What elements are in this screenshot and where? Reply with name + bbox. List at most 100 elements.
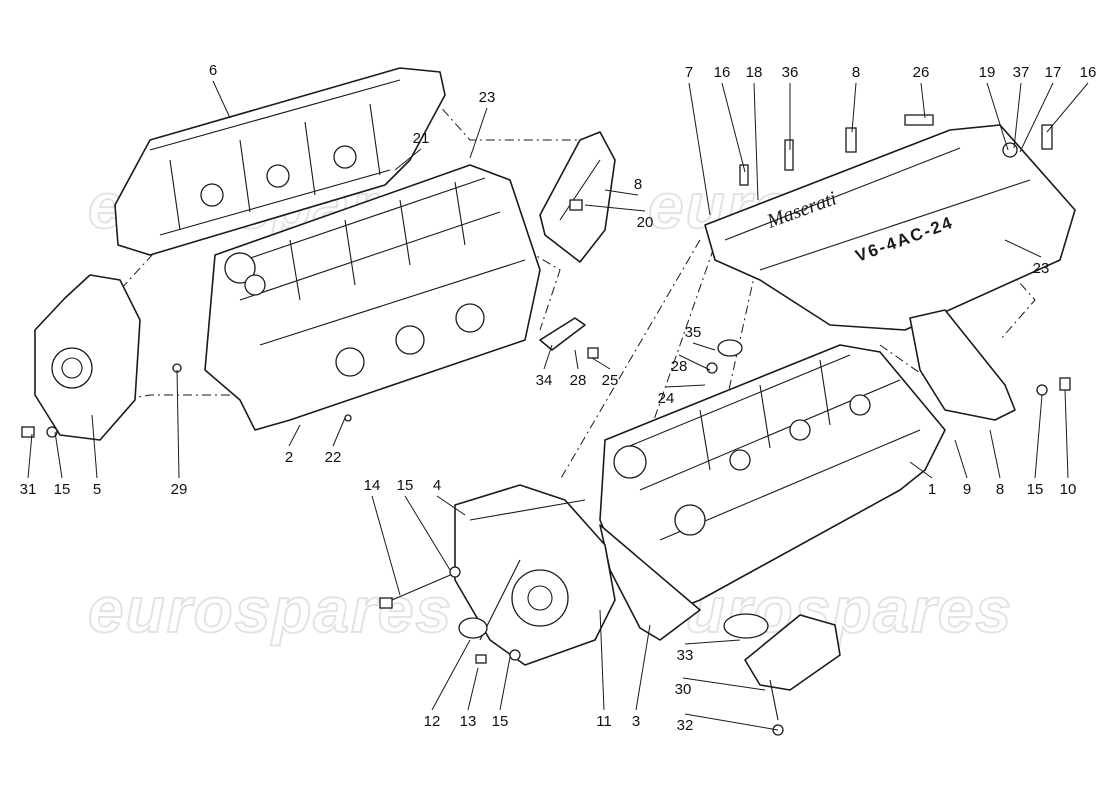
callout-c28a: 28 (671, 358, 688, 375)
right-cylinder-head (599, 344, 946, 621)
callout-c11: 11 (596, 713, 612, 730)
leader-line-c23a (469, 107, 488, 159)
right-end-cover (909, 309, 1016, 421)
leader-line-c11 (599, 609, 605, 711)
callout-c36: 36 (782, 64, 799, 81)
leader-line-c1 (909, 461, 933, 479)
left-timing-cover (34, 274, 141, 441)
callout-c18: 18 (746, 64, 763, 81)
callout-c23b: 23 (1033, 260, 1050, 277)
callout-c6: 6 (209, 62, 217, 79)
callout-c15d: 15 (492, 713, 509, 730)
callout-c17: 17 (1045, 64, 1062, 81)
leader-line-c28b (574, 349, 579, 370)
callout-c26: 26 (913, 64, 930, 81)
leader-line-c28a (678, 354, 711, 371)
leader-line-c12 (431, 639, 471, 711)
callout-c14: 14 (364, 477, 381, 494)
callout-c2: 2 (285, 449, 293, 466)
callout-c34: 34 (536, 372, 553, 389)
callout-c30: 30 (675, 681, 692, 698)
leader-line-c16b (1046, 82, 1089, 133)
leader-lines (27, 80, 1089, 731)
callout-c12: 12 (424, 713, 441, 730)
leader-line-c3 (635, 624, 651, 711)
leader-line-c21 (394, 148, 422, 171)
callout-c20: 20 (637, 214, 654, 231)
leader-line-c16a (721, 82, 746, 173)
leader-line-c8c (989, 429, 1001, 479)
fasteners (21, 114, 1071, 736)
callout-c1: 1 (928, 481, 936, 498)
left-end-cap (539, 131, 616, 263)
leader-line-c15d (499, 656, 511, 711)
callout-c35: 35 (685, 324, 702, 341)
leader-line-c33 (684, 639, 741, 645)
leader-line-c5 (91, 414, 98, 479)
leader-line-c14 (371, 495, 401, 596)
leader-line-c23b (1004, 239, 1042, 258)
callout-c31: 31 (20, 481, 37, 498)
callout-c4: 4 (433, 477, 441, 494)
callout-c15a: 15 (54, 481, 71, 498)
oil-seal (458, 617, 488, 639)
leader-line-c35 (692, 342, 716, 351)
leader-line-c19 (986, 82, 1009, 151)
callout-c32: 32 (677, 717, 694, 734)
leader-line-c7 (688, 82, 711, 216)
leader-line-c10 (1064, 389, 1069, 479)
leader-line-c18 (753, 82, 759, 201)
leader-line-c20 (584, 204, 646, 212)
long-bolt (384, 572, 456, 604)
left-cam-cover (114, 67, 446, 256)
callout-c7: 7 (685, 64, 693, 81)
callout-c16b: 16 (1080, 64, 1097, 81)
leader-line-c15a (54, 431, 63, 479)
callout-c37: 37 (1013, 64, 1030, 81)
leader-line-c25 (591, 357, 611, 370)
callout-c8a: 8 (634, 176, 642, 193)
right-cam-cover: Maserati V6-4AC-24 (704, 124, 1076, 331)
leader-line-c30 (682, 677, 766, 691)
right-timing-cover (454, 484, 616, 666)
leader-line-c26 (920, 82, 926, 119)
callout-c23a: 23 (479, 89, 496, 106)
long-bolt-head (379, 597, 393, 609)
callout-c10: 10 (1060, 481, 1077, 498)
callout-c25: 25 (602, 372, 619, 389)
left-cylinder-head (204, 164, 541, 431)
callout-c9: 9 (963, 481, 971, 498)
leader-line-c2 (288, 424, 301, 447)
callout-c13: 13 (460, 713, 477, 730)
leader-line-c15c (1034, 394, 1043, 479)
water-outlet (723, 613, 841, 721)
leader-line-c8a (604, 189, 639, 196)
callout-c24: 24 (658, 390, 675, 407)
leader-line-c17 (1019, 82, 1054, 153)
leader-line-c29 (176, 369, 180, 479)
callout-c22: 22 (325, 449, 342, 466)
watermark-bottom-left: eurospares (88, 574, 453, 646)
leader-line-c37 (1013, 82, 1022, 149)
leader-line-c15b (404, 495, 451, 571)
callout-c33: 33 (677, 647, 694, 664)
callout-c16a: 16 (714, 64, 731, 81)
callout-c21: 21 (413, 130, 430, 147)
leader-line-c31 (27, 433, 33, 479)
callout-c28b: 28 (570, 372, 587, 389)
leader-line-c22 (332, 417, 346, 447)
callout-c19: 19 (979, 64, 996, 81)
leader-line-c32 (684, 713, 779, 731)
leader-line-c6 (212, 80, 231, 119)
leader-line-c4 (436, 495, 466, 516)
leader-line-c34 (543, 344, 553, 370)
callout-c8b: 8 (852, 64, 860, 81)
leader-line-c24 (665, 384, 706, 388)
leader-line-c13 (467, 667, 479, 711)
callout-c15b: 15 (397, 477, 414, 494)
callout-c3: 3 (632, 713, 640, 730)
callout-c29: 29 (171, 481, 188, 498)
callout-c8c: 8 (996, 481, 1004, 498)
